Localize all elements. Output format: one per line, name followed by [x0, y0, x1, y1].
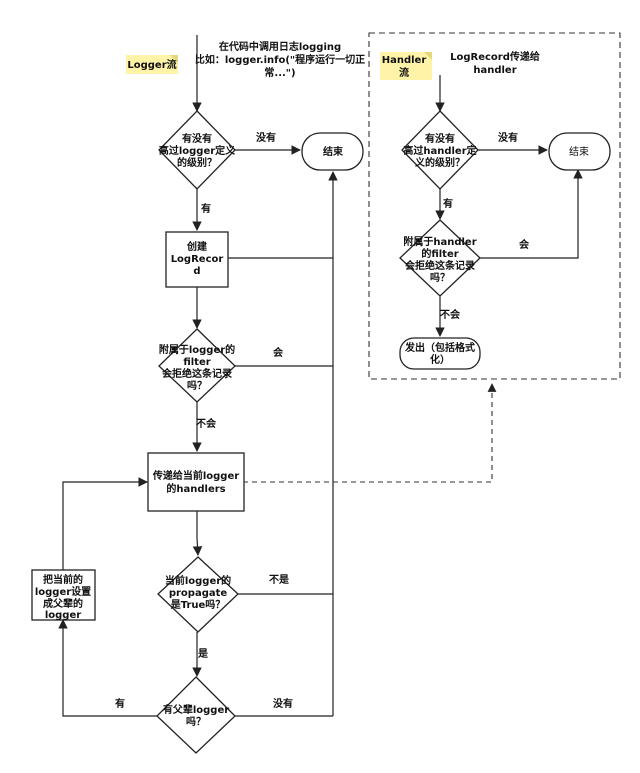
- label-propagate-yes: 是: [197, 648, 208, 660]
- parent-check-line2: 吗？: [186, 716, 206, 728]
- label-logger-filter-yes: 会: [273, 346, 283, 359]
- handler-level-line2: 高过handler定: [403, 144, 476, 157]
- label-logger-level-yes: 有: [201, 202, 211, 215]
- handler-filter-line2: 的filter: [421, 247, 458, 260]
- handler-filter-line1: 附属于handler: [403, 235, 476, 248]
- set-parent-line3: 成父辈的: [43, 597, 83, 610]
- logger-filter-line4: 吗？: [187, 380, 207, 392]
- logger-level-check-line1: 有没有: [182, 132, 212, 145]
- handler-filter-line4: 吗？: [430, 272, 450, 284]
- handler-flow-note: Handler 流: [380, 52, 432, 80]
- handler-emit-line2: 化）: [430, 353, 450, 366]
- logger-propagate-line3: 是True吗？: [170, 599, 226, 611]
- handler-end-text: 结束: [569, 145, 589, 158]
- logger-start-line1: 在代码中调用日志logging: [219, 40, 341, 53]
- logger-create-line1: 创建: [186, 240, 208, 253]
- logger-propagate-line2: propagate: [169, 588, 228, 599]
- logger-end-node: 结束: [301, 132, 364, 171]
- logger-level-check-line2: 高过logger定义: [159, 144, 236, 157]
- edge-handler-filter-to-end: [480, 169, 583, 259]
- logger-pass-handlers-line2: 的handlers: [166, 482, 225, 495]
- edge-parent-yes-to-set-parent: [58, 619, 158, 717]
- edge-set-parent-to-handlers: [62, 477, 148, 570]
- logger-flow-note: Logger流: [126, 55, 178, 74]
- handler-start-line1: LogRecord传递给: [450, 50, 540, 63]
- label-parent-yes: 有: [115, 697, 125, 710]
- handler-end-node: 结束: [548, 132, 611, 171]
- handler-level-line1: 有没有: [425, 132, 455, 145]
- logger-parent-check-node: 有父辈logger 吗？: [156, 676, 236, 754]
- logger-start-caption: 在代码中调用日志logging 比如：logger.info("程序运行一切正 …: [195, 40, 365, 79]
- set-parent-line1: 把当前的: [43, 573, 83, 586]
- handler-level-line3: 义的级别？: [415, 156, 465, 169]
- logger-level-check-node: 有没有 高过logger定义 的级别？: [158, 110, 236, 190]
- logger-set-parent-node: 把当前的 logger设置 成父辈的 logger: [31, 569, 96, 621]
- label-handler-filter-no: 不会: [440, 308, 460, 321]
- set-parent-line2: logger设置: [35, 585, 91, 598]
- handler-filter-check-node: 附属于handler 的filter 会拒绝这条记录 吗？: [399, 219, 481, 297]
- logger-create-line3: d: [193, 266, 200, 277]
- handler-level-check-node: 有没有 高过handler定 义的级别？: [401, 110, 479, 190]
- logger-pass-handlers-line1: 传递给当前logger: [152, 469, 239, 482]
- handler-filter-line3: 会拒绝这条记录: [405, 259, 475, 272]
- logger-filter-line3: 会拒绝这条记录: [162, 367, 232, 380]
- handler-flow-note-line2: 流: [399, 66, 409, 79]
- logger-flow-note-text: Logger流: [127, 58, 176, 71]
- label-handler-filter-yes: 会: [519, 238, 529, 251]
- label-logger-level-no: 没有: [256, 131, 276, 144]
- label-logger-filter-no: 不会: [196, 417, 216, 430]
- logger-create-line2: LogRecor: [171, 254, 224, 265]
- handler-start-caption: LogRecord传递给 handler: [450, 50, 540, 76]
- logger-create-record-node: 创建 LogRecor d: [165, 231, 229, 288]
- logger-pass-handlers-node: 传递给当前logger 的handlers: [147, 452, 245, 512]
- handler-emit-node: 发出（包括格式 化）: [399, 337, 481, 370]
- logger-filter-line1: 附属于logger的: [159, 343, 235, 356]
- handler-start-line2: handler: [473, 65, 516, 76]
- handler-flow-note-line1: Handler: [382, 55, 427, 66]
- logger-propagate-check-node: 当前logger的 propagate 是True吗？: [157, 556, 239, 633]
- logger-propagate-line1: 当前logger的: [165, 574, 231, 587]
- logger-start-line3: 常..."): [264, 66, 295, 79]
- logger-level-check-line3: 的级别？: [177, 156, 217, 169]
- handler-emit-line1: 发出（包括格式: [404, 341, 475, 354]
- set-parent-line4: logger: [45, 610, 81, 621]
- edge-handlers-to-handler-flow: [243, 383, 497, 483]
- logger-end-text: 结束: [323, 145, 344, 158]
- label-parent-no: 没有: [273, 697, 293, 710]
- handler-flow-region: [368, 32, 621, 380]
- label-handler-level-yes: 有: [443, 197, 453, 210]
- logger-filter-line2: filter: [183, 357, 210, 368]
- label-handler-level-no: 没有: [498, 131, 518, 144]
- logger-filter-check-node: 附属于logger的 filter 会拒绝这条记录 吗？: [158, 328, 236, 403]
- edge-handlers-to-propagate: [192, 511, 203, 556]
- parent-check-line1: 有父辈logger: [163, 703, 229, 716]
- logger-start-line2: 比如：logger.info("程序运行一切正: [195, 53, 365, 66]
- label-propagate-no: 不是: [269, 574, 289, 586]
